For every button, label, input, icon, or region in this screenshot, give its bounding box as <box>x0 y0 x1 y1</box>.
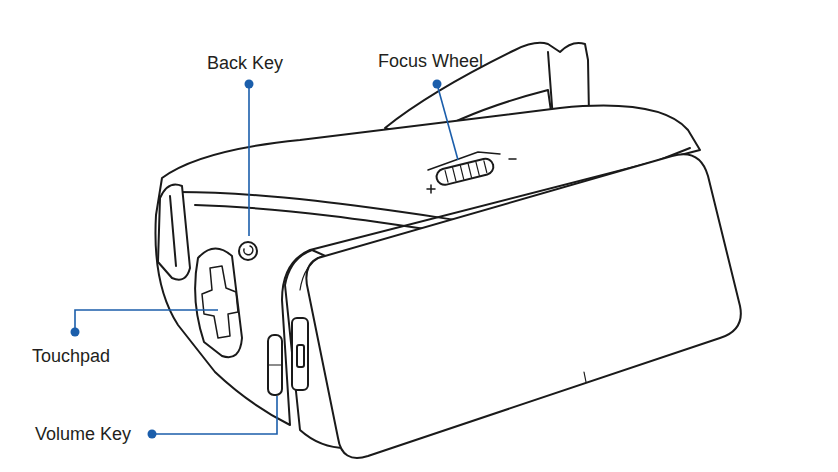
part-label: Focus Wheel <box>378 50 483 72</box>
part-label: Back Key <box>207 52 283 74</box>
side-port-slot <box>297 345 304 367</box>
leader-dot <box>433 80 442 89</box>
leader-line <box>437 84 458 160</box>
touchpad <box>195 248 242 357</box>
part-label: Touchpad <box>32 345 110 367</box>
back-key-button <box>239 242 257 260</box>
body-seam-lower <box>195 205 445 232</box>
front-panel <box>306 154 740 458</box>
focus-wheel-slot <box>428 152 500 170</box>
leader-line <box>152 396 277 434</box>
leader-dot <box>245 80 254 89</box>
leader-dot <box>71 328 80 337</box>
side-mount <box>158 185 190 280</box>
volume-key-divider <box>269 364 281 365</box>
focus-wheel-ridges <box>445 160 487 183</box>
front-panel-mark <box>584 372 586 382</box>
focus-plus-symbol <box>427 185 435 193</box>
back-key-icon <box>244 246 253 255</box>
touchpad-cross <box>202 266 238 338</box>
front-panel-rim <box>300 256 322 290</box>
side-mount-inner <box>170 196 176 266</box>
volume-key <box>268 335 282 395</box>
focus-wheel <box>435 157 495 187</box>
focus-minus-symbol <box>509 158 516 160</box>
part-label: Volume Key <box>35 423 131 445</box>
side-port <box>292 318 308 390</box>
leader-line <box>248 84 250 236</box>
leader-dot <box>148 430 157 439</box>
leader-line <box>75 310 218 332</box>
